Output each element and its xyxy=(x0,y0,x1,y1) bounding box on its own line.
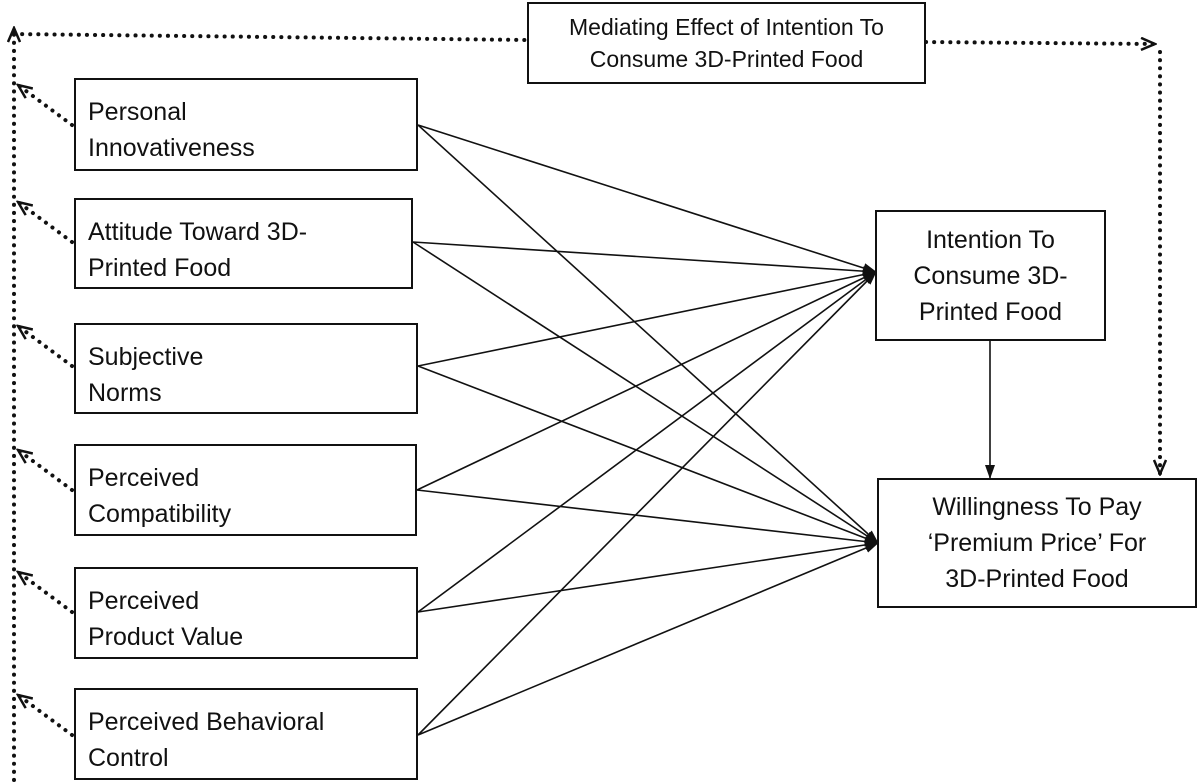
subjective-norms-box: Subjective Norms xyxy=(74,323,418,414)
mediating-effect-line-1: Mediating Effect of Intention To xyxy=(569,14,884,40)
perceived-behavioral-control-box: Perceived Behavioral Control xyxy=(74,688,418,780)
willingness-to-pay-box: Willingness To Pay ‘Premium Price’ For 3… xyxy=(877,478,1197,608)
dotted-feeder-perceived-compatibility xyxy=(18,448,74,492)
box-label-line-1: Perceived xyxy=(88,464,200,492)
arrow-perceived-behavioral-control-to-willingness xyxy=(417,542,879,736)
mediation-dotted-arrows xyxy=(12,28,1160,782)
dotted-feeder-perceived-behavioral-control xyxy=(18,693,74,737)
perceived-product-value-box: Perceived Product Value xyxy=(74,567,418,659)
arrow-perceived-compatibility-to-willingness xyxy=(416,489,879,547)
box-label-line-1: Intention To xyxy=(926,225,1055,254)
box-label-line-2: Norms xyxy=(88,379,162,407)
arrow-attitude-to-willingness xyxy=(412,241,879,544)
dotted-feeder-perceived-product-value xyxy=(18,570,74,614)
arrow-personal-innovativeness-to-intention xyxy=(417,124,877,273)
box-label-line-2: Consume 3D- xyxy=(913,261,1068,290)
box-label-line-1: Perceived Behavioral xyxy=(88,708,325,736)
box-label-line-1: Personal xyxy=(88,98,187,126)
arrow-perceived-behavioral-control-to-intention xyxy=(417,271,877,736)
attitude-toward-3d-printed-food-box: Attitude Toward 3D- Printed Food xyxy=(74,198,413,289)
arrow-perceived-product-value-to-intention xyxy=(417,271,877,613)
box-label-line-2: Control xyxy=(88,744,169,772)
box-label-line-2: ‘Premium Price’ For xyxy=(927,529,1147,557)
arrow-attitude-to-intention xyxy=(412,241,877,277)
dotted-feeder-personal-innovativeness xyxy=(18,83,74,127)
box-label-line-2: Printed Food xyxy=(88,254,232,282)
mediating-effect-line-2: Consume 3D-Printed Food xyxy=(589,46,864,72)
dotted-feeder-attitude xyxy=(18,200,74,244)
arrow-subjective-norms-to-willingness xyxy=(417,365,879,544)
box-label-line-1: Willingness To Pay xyxy=(932,493,1142,521)
perceived-compatibility-box: Perceived Compatibility xyxy=(74,444,417,536)
dotted-feeder-subjective-norms xyxy=(18,324,74,368)
dotted-top-right-line xyxy=(924,42,1155,44)
arrow-perceived-product-value-to-willingness xyxy=(417,539,879,613)
box-label-line-1: Attitude Toward 3D- xyxy=(88,218,308,246)
personal-innovativeness-box: Personal Innovativeness xyxy=(74,78,418,171)
box-label-line-1: Subjective xyxy=(88,343,204,371)
box-label-line-2: Product Value xyxy=(88,623,244,651)
box-label-line-2: Compatibility xyxy=(88,500,232,528)
direct-path-arrows xyxy=(412,124,995,736)
box-label-line-3: 3D-Printed Food xyxy=(945,565,1129,593)
box-label-line-3: Printed Food xyxy=(918,297,1063,326)
dotted-top-left-line xyxy=(12,32,529,42)
arrow-subjective-norms-to-intention xyxy=(417,269,877,367)
arrow-perceived-compatibility-to-intention xyxy=(416,271,877,491)
box-label-line-1: Perceived xyxy=(88,587,200,615)
arrow-personal-innovativeness-to-willingness xyxy=(417,124,879,544)
mediating-effect-box: Mediating Effect of Intention To Consume… xyxy=(527,2,926,84)
intention-to-consume-box: Intention To Consume 3D- Printed Food xyxy=(875,210,1106,341)
box-label-line-2: Innovativeness xyxy=(88,134,255,162)
